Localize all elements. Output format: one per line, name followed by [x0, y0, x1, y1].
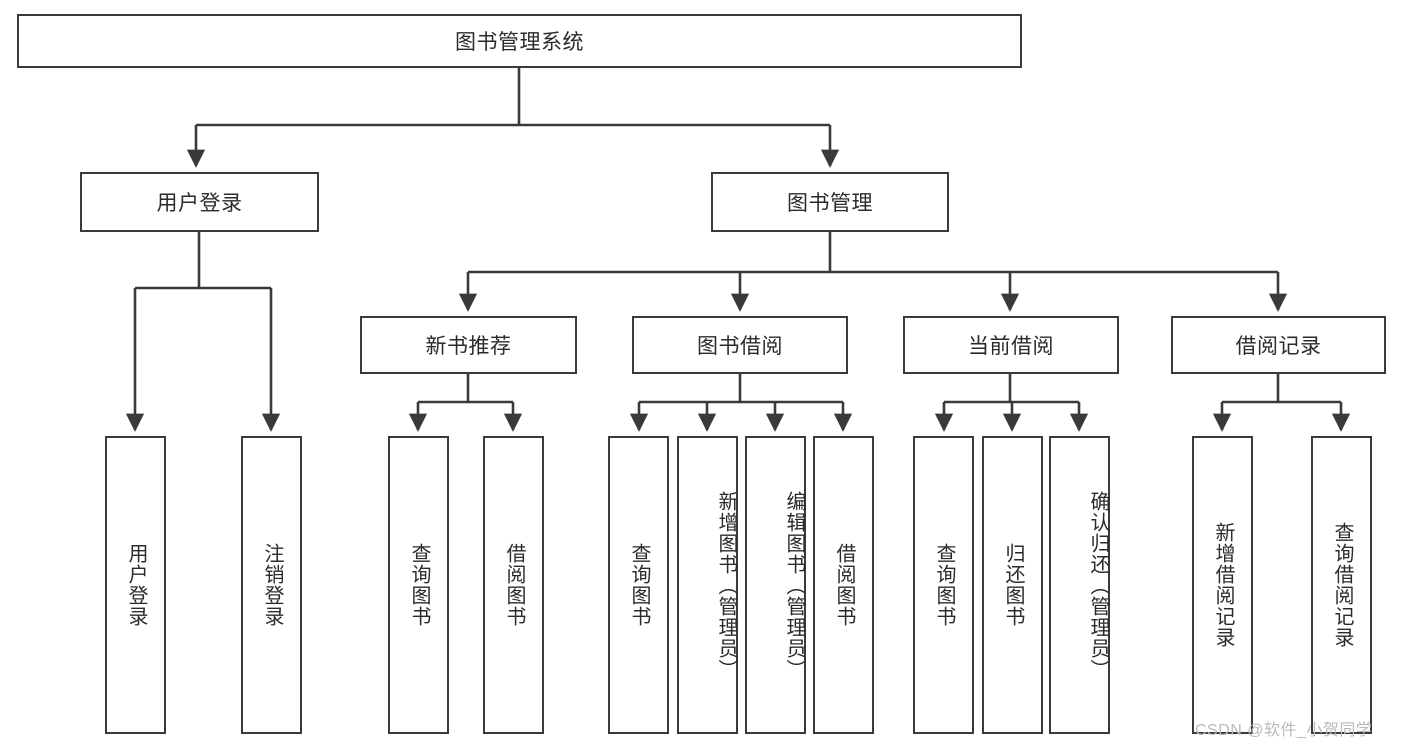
node-new-book-rec-label: 新书推荐: [425, 335, 512, 358]
node-leaf-return-book-label: 归还图书: [1002, 543, 1024, 627]
node-borrow-record[interactable]: 借阅记录: [1171, 316, 1386, 374]
node-leaf-query-book-1[interactable]: 查询图书: [388, 436, 449, 734]
node-leaf-return-book[interactable]: 归还图书: [982, 436, 1043, 734]
node-leaf-logout[interactable]: 注销登录: [241, 436, 302, 734]
node-leaf-query-book-1-label: 查询图书: [408, 543, 430, 627]
node-user-login-label: 用户登录: [156, 192, 243, 215]
node-book-manage[interactable]: 图书管理: [711, 172, 949, 232]
node-root[interactable]: 图书管理系统: [17, 14, 1022, 68]
node-current-borrow-label: 当前借阅: [968, 335, 1054, 358]
node-leaf-borrow-book-1-label: 借阅图书: [503, 543, 525, 627]
node-leaf-logout-label: 注销登录: [261, 543, 283, 627]
node-current-borrow[interactable]: 当前借阅: [903, 316, 1119, 374]
node-borrow-record-label: 借阅记录: [1235, 335, 1322, 358]
node-leaf-borrow-book-2[interactable]: 借阅图书: [813, 436, 874, 734]
watermark: CSDN @软件_小贺同学: [1195, 722, 1373, 739]
node-root-label: 图书管理系统: [455, 31, 584, 54]
node-leaf-query-record[interactable]: 查询借阅记录: [1311, 436, 1372, 734]
node-book-manage-label: 图书管理: [787, 192, 873, 215]
node-new-book-rec[interactable]: 新书推荐: [360, 316, 577, 374]
node-leaf-edit-book[interactable]: 编辑图书（管理员）: [745, 436, 806, 734]
node-leaf-borrow-book-1[interactable]: 借阅图书: [483, 436, 544, 734]
node-leaf-user-login[interactable]: 用户登录: [105, 436, 166, 734]
node-user-login[interactable]: 用户登录: [80, 172, 319, 232]
node-leaf-confirm-return-label: 确认归还（管理员）: [1087, 490, 1109, 680]
node-leaf-query-book-3-label: 查询图书: [933, 543, 955, 627]
node-leaf-add-book-label: 新增图书（管理员）: [715, 490, 737, 680]
node-leaf-user-login-label: 用户登录: [125, 543, 147, 627]
node-leaf-query-book-3[interactable]: 查询图书: [913, 436, 974, 734]
node-leaf-query-book-2[interactable]: 查询图书: [608, 436, 669, 734]
node-leaf-query-record-label: 查询借阅记录: [1331, 522, 1353, 648]
node-leaf-add-book[interactable]: 新增图书（管理员）: [677, 436, 738, 734]
node-leaf-add-record-label: 新增借阅记录: [1212, 522, 1234, 648]
node-leaf-confirm-return[interactable]: 确认归还（管理员）: [1049, 436, 1110, 734]
node-book-borrow[interactable]: 图书借阅: [632, 316, 848, 374]
node-book-borrow-label: 图书借阅: [697, 335, 783, 358]
node-leaf-add-record[interactable]: 新增借阅记录: [1192, 436, 1253, 734]
node-leaf-query-book-2-label: 查询图书: [628, 543, 650, 627]
node-leaf-edit-book-label: 编辑图书（管理员）: [783, 490, 805, 680]
node-leaf-borrow-book-2-label: 借阅图书: [833, 543, 855, 627]
